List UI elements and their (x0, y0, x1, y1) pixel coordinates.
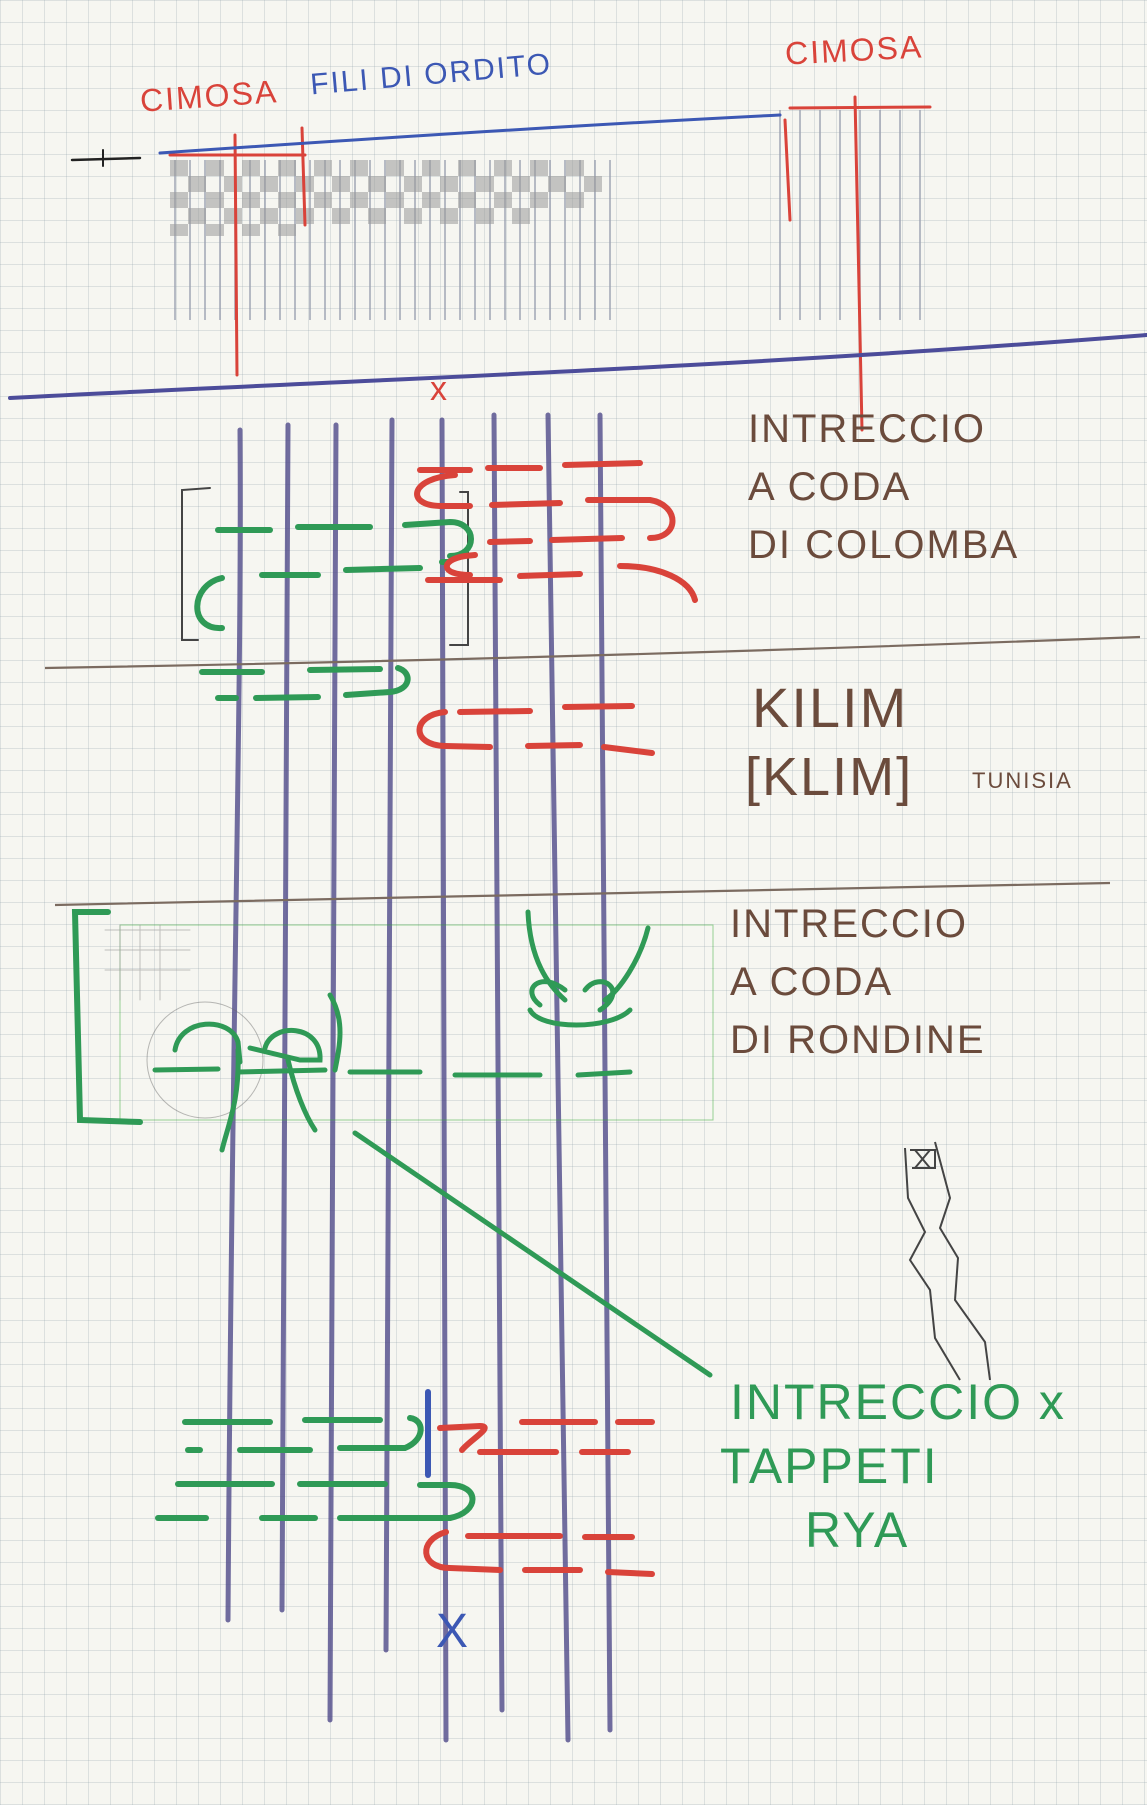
kilim-title: KILIM (752, 676, 909, 739)
colomba-line-3: DI COLOMBA (748, 523, 1020, 567)
x-mark-bottom: X (436, 1605, 471, 1658)
kilim-bracketed-text: KLIM (762, 747, 897, 807)
coda-di-rondine-label: INTRECCIO A CODA DI RONDINE (730, 895, 986, 1069)
main-warp-threads (225, 412, 613, 1743)
coda-di-colomba-weave (181, 460, 698, 646)
bracket-close: ] (896, 747, 914, 807)
cimosa-right-label: CIMOSA (784, 28, 925, 72)
cimosa-left-label: CIMOSA (138, 73, 280, 119)
rya-line-3: RYA (805, 1502, 910, 1558)
x-mark-top: x (430, 370, 449, 408)
bracket-open: [ (745, 747, 763, 807)
colomba-line-2: A CODA (748, 465, 912, 509)
rya-label: INTRECCIO x TAPPETI RYA (720, 1370, 1066, 1562)
rya-line-1: INTRECCIO x (730, 1374, 1066, 1430)
kilim-weave (199, 665, 655, 756)
coda-di-rondine-weave (71, 909, 714, 1378)
rondine-line-2: A CODA (730, 960, 894, 1004)
warp-threads-top (174, 110, 921, 320)
coda-di-colomba-label: INTRECCIO A CODA DI COLOMBA (748, 400, 1019, 574)
warp-beam-lines (8, 113, 1147, 400)
section-dividers (44, 635, 1141, 907)
rondine-line-1: INTRECCIO (730, 902, 968, 946)
tunisia-note: TUNISIA (972, 768, 1073, 793)
kilim-bracket-label: [KLIM] (745, 750, 913, 804)
rondine-line-3: DI RONDINE (730, 1018, 986, 1062)
rya-line-2: TAPPETI (720, 1438, 939, 1494)
colomba-line-1: INTRECCIO (748, 407, 986, 451)
rya-weave (155, 1389, 655, 1577)
zigzag-sketch (904, 1141, 991, 1381)
